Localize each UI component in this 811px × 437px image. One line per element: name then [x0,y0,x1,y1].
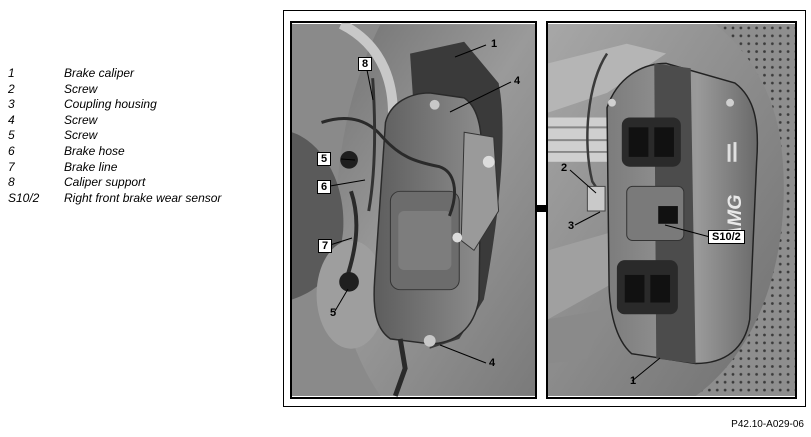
legend-number: 8 [8,175,15,190]
caliper-rear-view-illustration [292,23,535,397]
legend-number: 1 [8,66,15,80]
legend-item: 2 Screw [8,82,221,98]
legend-item: 3 Coupling housing [8,97,221,113]
legend-label: Right front brake wear sensor [64,190,222,205]
legend-item: S10/2 Right front brake wear sensor [8,191,221,207]
legend-number: 4 [8,112,15,127]
legend-item: 6 Brake hose [8,144,221,160]
legend-label: Brake line [64,159,118,174]
callout-screw-4-bottom: 4 [489,357,496,369]
callout-caliper-support-8: 8 [358,57,373,71]
legend-number: 6 [8,143,15,158]
right-photo-panel: AMG [546,21,797,399]
figure-code: P42.10-A029-06 [731,419,804,430]
legend-label: Screw [64,112,98,127]
callout-screw-5-top: 5 [317,152,332,166]
legend-number: S10/2 [8,190,40,205]
legend-item: 7 Brake line [8,160,221,176]
legend-label: Screw [64,128,98,143]
legend-number: 7 [8,159,15,174]
callout-brake-caliper-1: 1 [491,38,498,50]
figure-frame [283,10,806,407]
callout-brake-wear-sensor-s10-2: S10/2 [708,230,745,244]
callout-brake-caliper-1-right: 1 [630,375,637,387]
legend-label: Screw [64,81,98,96]
legend-label: Coupling housing [64,97,157,112]
legend-number: 3 [8,97,15,112]
amg-logo: AMG [724,195,746,242]
legend-label: Brake caliper [64,66,135,80]
left-photo-panel [290,21,537,399]
callout-coupling-housing-3: 3 [568,220,575,232]
legend-label: Caliper support [64,175,146,190]
legend-item: 1 Brake caliper [8,66,221,82]
legend-item: 8 Caliper support [8,175,221,191]
callout-screw-5-bottom: 5 [330,307,337,319]
callout-screw-2: 2 [561,162,568,174]
legend-number: 2 [8,81,15,96]
legend-item: 5 Screw [8,128,221,144]
callout-brake-line-7: 7 [318,239,333,253]
callout-brake-hose-6: 6 [317,180,332,194]
caliper-front-view-illustration: AMG [548,24,795,396]
callout-screw-4-top: 4 [514,75,521,87]
legend-number: 5 [8,128,15,143]
legend-label: Brake hose [64,143,125,158]
legend-item: 4 Screw [8,113,221,129]
